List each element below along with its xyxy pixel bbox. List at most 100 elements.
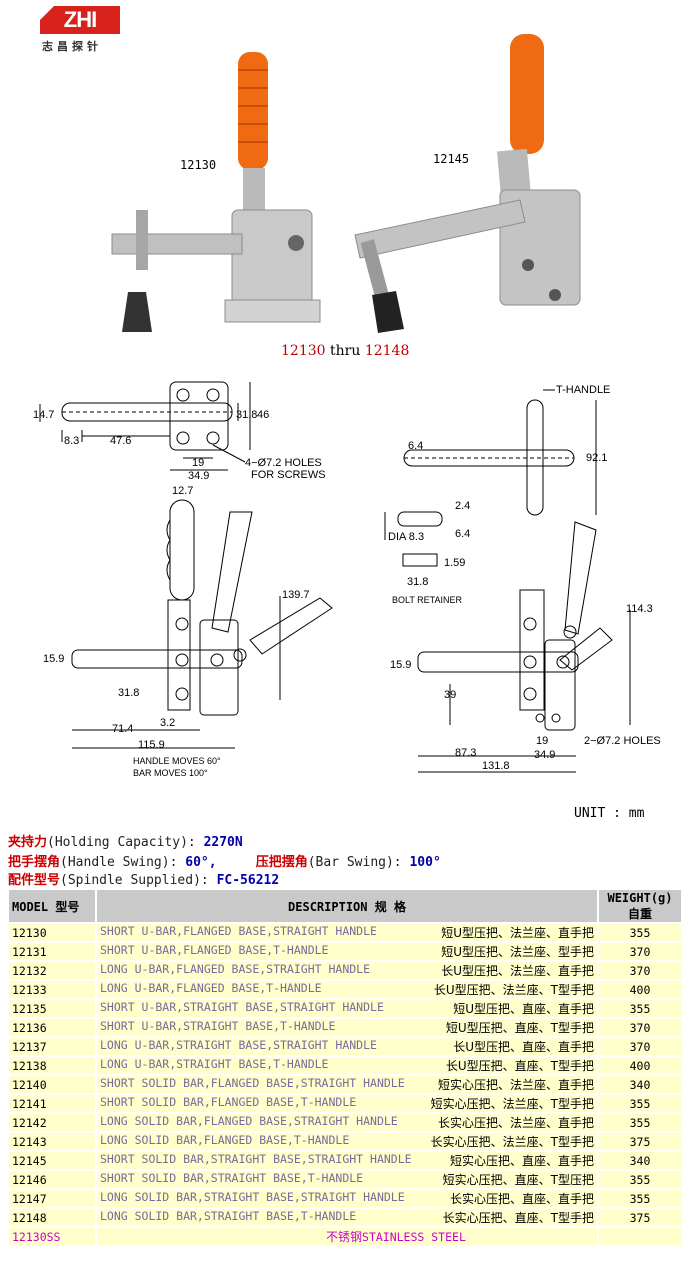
cell-description: 不锈钢STAINLESS STEEL — [97, 1228, 597, 1245]
spec-handle-val: 60°, — [185, 855, 217, 870]
cell-weight — [599, 1228, 681, 1245]
cell-weight: 355 — [599, 924, 681, 941]
cell-weight: 355 — [599, 1095, 681, 1112]
table-row: 12141 短实心压把、法兰座、T型手把 SHORT SOLID BAR,FLANG… — [9, 1095, 681, 1112]
spec-spindle-en: (Spindle Supplied): — [60, 873, 209, 888]
cell-model: 12141 — [9, 1095, 95, 1112]
header-description: DESCRIPTION 规 格 — [97, 890, 597, 922]
dim-131-8: 131.8 — [482, 760, 510, 772]
cell-description-en: SHORT SOLID BAR,FLANGED BASE,T-HANDLE — [100, 1095, 357, 1109]
cell-weight: 400 — [599, 1057, 681, 1074]
spec-bar-cn: 压把摆角 — [255, 855, 308, 870]
dim-31-8-left: 31.8 — [118, 687, 139, 699]
cell-description: 长U型压把、法兰座、直手把 LONG U-BAR,FLANGED BASE,STR… — [97, 962, 597, 979]
cell-description-en: SHORT U-BAR,FLANGED BASE,STRAIGHT HANDLE — [100, 924, 377, 938]
dim-bar-moves: BAR MOVES 100° — [133, 768, 208, 778]
table-header-row: MODEL 型号 DESCRIPTION 规 格 WEIGHT(g) 自重 — [9, 890, 681, 922]
spec-bar-en: (Bar Swing): — [307, 855, 402, 870]
logo-text: ZHI CHANG — [42, 7, 119, 60]
cell-description-cn: 长实心压把、直座、T型手把 — [442, 1211, 594, 1225]
dim-handle-moves: HANDLE MOVES 60° — [133, 756, 221, 766]
cell-weight: 370 — [599, 962, 681, 979]
cell-model: 12130 — [9, 924, 95, 941]
cell-weight: 340 — [599, 1076, 681, 1093]
dim-8-3: 8.3 — [64, 435, 79, 447]
dim-15-9-left: 15.9 — [43, 653, 64, 665]
dim-for-screws: FOR SCREWS — [251, 469, 326, 481]
cell-description-en: SHORT SOLID BAR,STRAIGHT BASE,T-HANDLE — [100, 1171, 364, 1185]
cell-model: 12135 — [9, 1000, 95, 1017]
cell-model: 12145 — [9, 1152, 95, 1169]
cell-weight: 355 — [599, 1114, 681, 1131]
cell-description-cn: 短实心压把、直座、直手把 — [449, 1154, 594, 1168]
cell-weight: 370 — [599, 1019, 681, 1036]
cell-description-cn: 长U型压把、直座、直手把 — [453, 1040, 594, 1054]
cell-model: 12143 — [9, 1133, 95, 1150]
cell-description-en: LONG U-BAR,STRAIGHT BASE,T-HANDLE — [100, 1057, 329, 1071]
cell-weight: 355 — [599, 1190, 681, 1207]
cell-description-cn: 长U型压把、直座、T型手把 — [445, 1059, 594, 1073]
dim-holes-left: 4−Ø7.2 HOLES — [245, 457, 322, 469]
logo-banner-shape — [40, 6, 120, 34]
cell-model: 12146 — [9, 1171, 95, 1188]
clamp-photo-right — [354, 34, 581, 333]
cell-description-cn: 长实心压把、法兰座、T型手把 — [430, 1135, 594, 1149]
cell-description: 短实心压把、法兰座、T型手把 SHORT SOLID BAR,FLANGED BA… — [97, 1095, 597, 1112]
dim-46: 46 — [257, 409, 269, 421]
dim-19: 19 — [192, 457, 204, 469]
cell-description: 短实心压把、直座、T型压把 SHORT SOLID BAR,STRAIGHT BA… — [97, 1171, 597, 1188]
cell-model: 12140 — [9, 1076, 95, 1093]
cell-weight: 370 — [599, 1038, 681, 1055]
dim-holes-right: 2−Ø7.2 HOLES — [584, 735, 661, 747]
dim-71-4: 71.4 — [112, 723, 133, 735]
spec-capacity-en: (Holding Capacity): — [47, 835, 196, 850]
dim-115-9: 115.9 — [138, 739, 165, 751]
cell-description-en: LONG U-BAR,FLANGED BASE,STRAIGHT HANDLE — [100, 962, 371, 976]
cell-description-cn: 短实心压把、直座、T型压把 — [442, 1173, 594, 1187]
spec-bar-val: 100° — [409, 855, 441, 870]
photo-label-right: 12145 — [433, 152, 470, 166]
cell-description-cn: 长U型压把、法兰座、直手把 — [441, 964, 594, 978]
dim-6-4: 6.4 — [408, 440, 423, 452]
cell-model: 12142 — [9, 1114, 95, 1131]
dim-6-4b: 6.4 — [455, 528, 470, 540]
cell-model: 12130SS — [9, 1228, 95, 1245]
logo-subtitle: 志昌探针 — [42, 40, 102, 53]
header-weight: WEIGHT(g) 自重 — [599, 890, 681, 922]
dim-14-7: 14.7 — [33, 409, 54, 421]
cell-description-en: LONG SOLID BAR,STRAIGHT BASE,T-HANDLE — [100, 1209, 357, 1223]
cell-description-cn: 不锈钢 — [326, 1230, 363, 1244]
dim-31-8b: 31.8 — [407, 576, 428, 588]
dim-87-3: 87.3 — [455, 747, 476, 759]
photo-caption: 12130 thru 12148 — [281, 343, 409, 359]
cell-description-en: STAINLESS STEEL — [362, 1230, 466, 1244]
elevation-left — [71, 499, 333, 749]
dim-114-3: 114.3 — [626, 603, 653, 615]
cell-description-cn: 短U型压把、直座、T型手把 — [445, 1021, 594, 1035]
spec-capacity-cn: 夹持力 — [8, 835, 48, 850]
elevation-right — [417, 521, 631, 773]
spec-handle-en: (Handle Swing): — [60, 855, 178, 870]
cell-description-en: SHORT U-BAR,STRAIGHT BASE,STRAIGHT HANDL… — [100, 1000, 384, 1014]
dim-1-59: 1.59 — [444, 557, 465, 569]
dim-31-8: 31.8 — [236, 409, 257, 421]
caption-start: 12130 — [281, 343, 326, 359]
cell-description-cn: 短实心压把、法兰座、T型手把 — [430, 1097, 594, 1111]
dim-139-7: 139.7 — [282, 589, 310, 601]
dim-15-9-right: 15.9 — [390, 659, 411, 671]
